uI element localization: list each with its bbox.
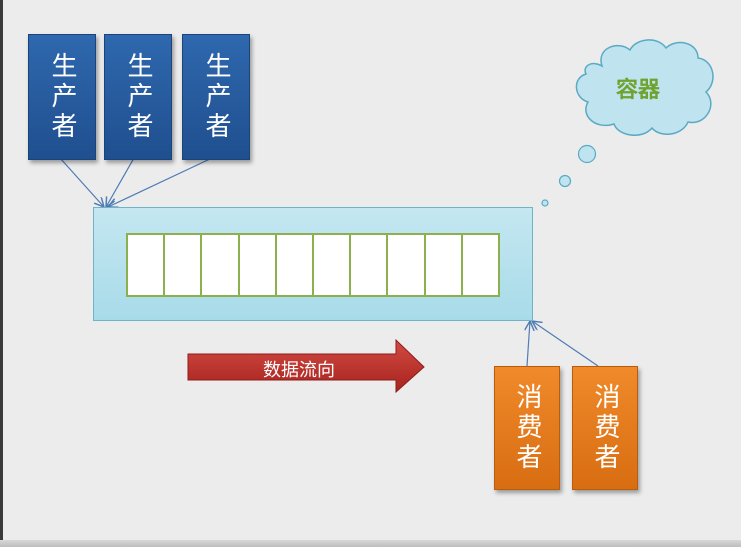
producer-2-arrow [106, 157, 135, 207]
thought-bubble-small [541, 199, 549, 207]
producer-1-arrow [59, 157, 104, 207]
buffer-slot [388, 235, 426, 295]
buffer-slots [126, 233, 500, 297]
flow-arrow [187, 338, 425, 394]
producer-label: 生产者 [123, 52, 153, 142]
producer-label: 生产者 [201, 52, 231, 142]
consumer-box-1: 消费者 [494, 366, 560, 490]
buffer-slot [239, 235, 277, 295]
thought-bubble-large [577, 144, 597, 164]
buffer-slot [351, 235, 389, 295]
buffer-slot [314, 235, 352, 295]
buffer-slot [202, 235, 240, 295]
consumer-1-arrow [527, 321, 530, 367]
producer-box-2: 生产者 [104, 34, 172, 160]
cloud-shape [575, 39, 714, 136]
producer-box-1: 生产者 [28, 34, 96, 160]
bottom-border [0, 540, 741, 547]
producer-label: 生产者 [47, 52, 77, 142]
consumer-label: 消费者 [512, 383, 542, 473]
producer-3-arrow [108, 157, 213, 207]
buffer-slot [425, 235, 463, 295]
buffer-slot [462, 235, 499, 295]
consumer-label: 消费者 [590, 383, 620, 473]
consumer-box-2: 消费者 [572, 366, 638, 490]
thought-bubble-medium [558, 174, 572, 188]
producer-box-3: 生产者 [182, 34, 250, 160]
buffer-slot [128, 235, 166, 295]
flow-label: 数据流向 [263, 360, 335, 381]
buffer-slot [165, 235, 203, 295]
buffer-slot [276, 235, 315, 295]
container-buffer [93, 207, 533, 321]
consumer-2-arrow [532, 321, 599, 367]
cloud-label: 容器 [615, 78, 660, 103]
left-border [0, 0, 3, 547]
